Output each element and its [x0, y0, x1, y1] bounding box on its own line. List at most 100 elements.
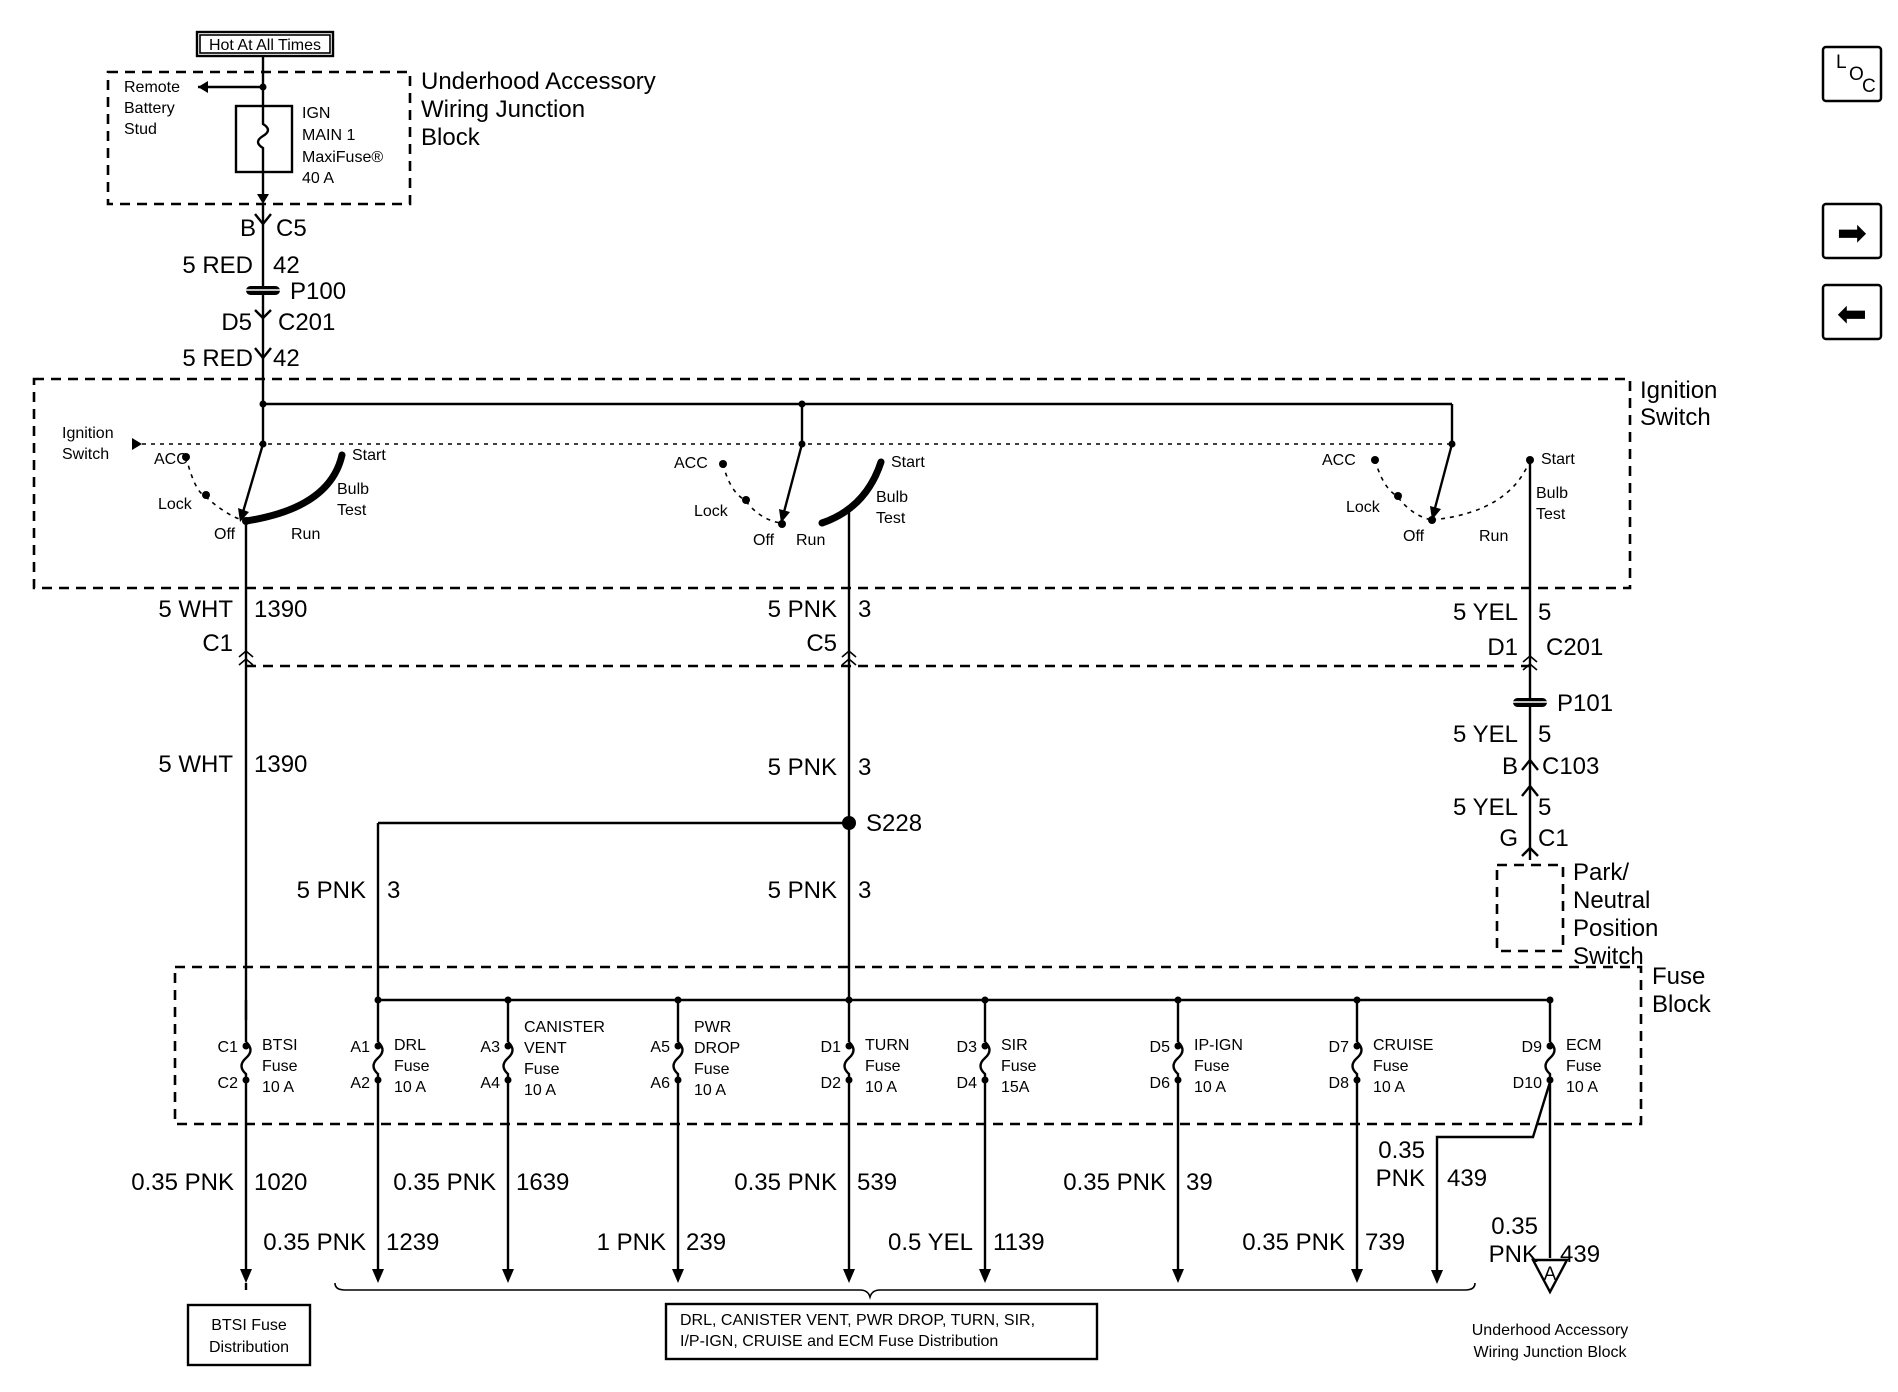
fuse-label: ECM — [1566, 1037, 1602, 1054]
fuse-terminal-out: D10 — [1513, 1075, 1542, 1092]
svg-text:Block: Block — [1652, 991, 1712, 1018]
svg-text:Test: Test — [1536, 506, 1566, 523]
svg-text:C1: C1 — [202, 630, 233, 657]
fuse-icon — [372, 1041, 384, 1082]
fuse-label: CRUISE — [1373, 1037, 1433, 1054]
fuse-block-housing — [173, 965, 1643, 1126]
circuit-number: 1020 — [254, 1169, 307, 1196]
fuse-label: 10 A — [865, 1079, 897, 1096]
fuse-label: 10 A — [524, 1082, 556, 1099]
svg-text:1390: 1390 — [254, 751, 307, 778]
svg-text:BTSI Fuse: BTSI Fuse — [211, 1317, 287, 1334]
fuse-terminal-in: D1 — [821, 1039, 842, 1056]
fuse-icon — [1351, 1041, 1363, 1082]
svg-text:Switch: Switch — [62, 446, 109, 463]
svg-text:C5: C5 — [806, 630, 837, 657]
svg-text:P100: P100 — [290, 278, 346, 305]
svg-text:5 YEL: 5 YEL — [1453, 794, 1518, 821]
svg-text:Off: Off — [214, 526, 236, 543]
wire-color: 0.35 PNK — [131, 1169, 234, 1196]
fuse-terminal-in: C1 — [218, 1039, 239, 1056]
svg-text:Remote: Remote — [124, 79, 180, 96]
svg-text:5 RED: 5 RED — [182, 345, 253, 372]
reference-triangle-icon — [1531, 1258, 1569, 1295]
svg-text:C201: C201 — [1546, 634, 1603, 661]
fuse-label: 10 A — [394, 1079, 426, 1096]
fuse-terminal-out: A6 — [650, 1075, 670, 1092]
next-page-button[interactable]: ➡ — [1821, 202, 1883, 260]
fuse-label: DRL — [394, 1037, 426, 1054]
remote-battery-stud-label: Remote Battery Stud — [124, 79, 180, 138]
svg-text:Fuse: Fuse — [1652, 963, 1705, 990]
wire-color: 0.5 YEL — [888, 1229, 973, 1256]
svg-text:Ignition: Ignition — [1640, 377, 1717, 404]
fuse-terminal-out: A4 — [480, 1075, 500, 1092]
svg-text:5 WHT: 5 WHT — [158, 596, 233, 623]
fuse-icon — [1172, 1041, 1184, 1082]
fuse-label: BTSI — [262, 1037, 298, 1054]
fuse-icon — [1544, 1041, 1556, 1082]
fuse-icon — [843, 1041, 855, 1082]
fuse-label: 10 A — [1566, 1079, 1598, 1096]
park-neutral-switch — [1495, 863, 1565, 953]
fuse-terminal-out: D8 — [1329, 1075, 1350, 1092]
svg-text:42: 42 — [273, 252, 300, 279]
circuit-number: 539 — [857, 1169, 897, 1196]
svg-text:Switch: Switch — [1640, 404, 1711, 431]
svg-text:Off: Off — [753, 532, 775, 549]
ecm-output-routing: A — [1431, 1081, 1569, 1295]
fuse-label: Fuse — [865, 1058, 901, 1075]
branch-middle-pnk: 5 PNK 3 C5 5 PNK 3 S228 5 PNK 3 5 PNK 3 — [297, 588, 922, 1000]
circuit-number: 39 — [1186, 1169, 1213, 1196]
svg-text:3: 3 — [387, 877, 400, 904]
fuse-terminal-in: A1 — [350, 1039, 370, 1056]
circuit-number: 1639 — [516, 1169, 569, 1196]
svg-text:5 PNK: 5 PNK — [768, 596, 837, 623]
fuse-label: Fuse — [1566, 1058, 1602, 1075]
svg-text:L: L — [1836, 52, 1847, 73]
svg-text:ACC: ACC — [1322, 452, 1356, 469]
circuit-number: 1139 — [993, 1229, 1045, 1256]
fuse-icon — [502, 1041, 514, 1082]
svg-text:3: 3 — [858, 754, 871, 781]
fuse-terminal-in: D7 — [1329, 1039, 1350, 1056]
fuse-terminal-out: D6 — [1150, 1075, 1171, 1092]
output-wire: 0.5 YEL 1139 — [888, 1082, 1045, 1283]
svg-text:Lock: Lock — [158, 496, 193, 513]
fuse-icon — [672, 1041, 684, 1082]
svg-text:5 YEL: 5 YEL — [1453, 721, 1518, 748]
svg-text:S228: S228 — [866, 810, 922, 837]
fuse-label: Fuse — [394, 1058, 430, 1075]
ignition-switch-housing — [32, 377, 1632, 590]
fuse-label: Fuse — [262, 1058, 298, 1075]
branch-right-yel: 5 YEL 5 D1 C201 P101 5 YEL 5 B C103 5 YE… — [1453, 588, 1658, 970]
svg-text:ACC: ACC — [154, 451, 188, 468]
ignition-section-left: ACC Lock Off Run Start Bulb Test — [154, 440, 386, 588]
previous-page-button[interactable]: ⬅ — [1821, 283, 1883, 341]
svg-text:5 PNK: 5 PNK — [297, 877, 366, 904]
wire-color: PNK — [1376, 1165, 1425, 1192]
underhood-junction-block — [106, 70, 412, 206]
svg-text:Bulb: Bulb — [1536, 485, 1568, 502]
fuse-label: SIR — [1001, 1037, 1028, 1054]
ignition-switch-side-label: Ignition Switch — [62, 425, 142, 463]
underhood-junction-title: Underhood Accessory Wiring Junction Bloc… — [421, 68, 656, 151]
svg-text:Ignition: Ignition — [62, 425, 114, 442]
location-button[interactable]: L O C — [1821, 45, 1883, 103]
distribution-brace — [334, 1282, 1476, 1300]
svg-text:C5: C5 — [276, 215, 307, 242]
circuit-number: 439 — [1560, 1241, 1600, 1268]
